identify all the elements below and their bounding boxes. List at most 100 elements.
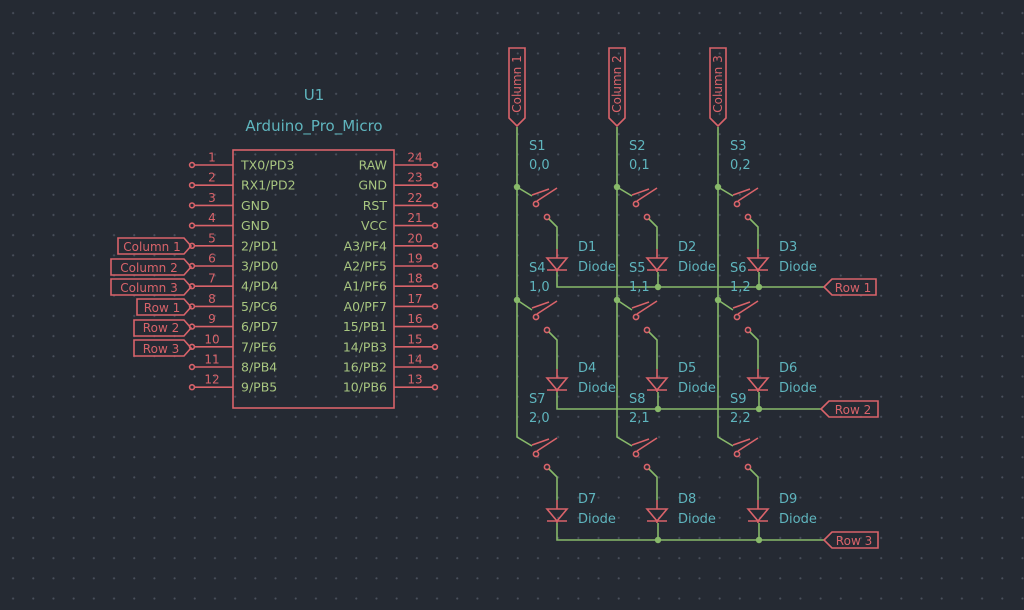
switch-contact (744, 463, 752, 471)
pin-end[interactable] (188, 363, 196, 371)
junction-dot (613, 296, 621, 304)
pin-number: 14 (407, 353, 422, 367)
pin-end[interactable] (431, 161, 439, 169)
diode-ref: D3 (779, 240, 797, 255)
switch-value: 0,0 (529, 158, 550, 173)
diode-triangle (645, 257, 669, 272)
junction-dot (755, 283, 763, 291)
pin-end[interactable] (188, 222, 196, 229)
switch-to-diode-wire (648, 218, 658, 249)
row-label-text: Row 3 (836, 534, 872, 548)
net-label-row-2[interactable] (819, 400, 879, 418)
diode-ref: D6 (779, 361, 797, 376)
junctions (513, 183, 763, 544)
pin-number: 11 (204, 353, 219, 367)
column-label-text: Column 3 (711, 55, 725, 112)
row-1-wire[interactable] (556, 272, 824, 288)
pin-end[interactable] (431, 303, 439, 310)
switch-to-diode-wire (749, 218, 759, 249)
net-label-text: Row 2 (143, 321, 179, 335)
pin-number: 13 (407, 373, 422, 387)
net-label-column-1[interactable] (117, 237, 193, 255)
junction-dot (654, 405, 662, 413)
switch-actuator (732, 301, 751, 309)
switch-to-diode-wire (648, 331, 658, 369)
pin-end[interactable] (188, 242, 196, 250)
pin-end[interactable] (188, 202, 196, 209)
pin-end[interactable] (431, 323, 439, 330)
pin-name: 15/PB1 (343, 319, 387, 334)
column-label-text: Column 1 (510, 55, 524, 112)
pin-end[interactable] (188, 161, 196, 169)
pin-name: RST (363, 198, 388, 213)
net-label-row-3[interactable] (822, 531, 879, 549)
diode-value: Diode (779, 381, 817, 396)
net-label-column-1[interactable] (508, 47, 526, 128)
diode-value: Diode (678, 381, 716, 396)
switch-to-diode-wire (548, 468, 558, 500)
pin-end[interactable] (431, 384, 439, 391)
pin-number: 4 (208, 211, 216, 225)
switch-actuator (631, 188, 650, 196)
pin-end[interactable] (188, 384, 196, 391)
switch-value: 2,1 (629, 411, 650, 426)
switch-ref: S6 (730, 261, 747, 276)
pin-name: A0/PF7 (344, 299, 387, 314)
switch-value: 1,1 (629, 280, 650, 295)
pin-number: 7 (208, 272, 216, 286)
pin-name: 10/PB6 (343, 380, 387, 395)
pin-number: 2 (208, 171, 216, 185)
net-label-row-3[interactable] (133, 339, 193, 357)
switch-blade (737, 187, 759, 202)
net-label-text: Column 1 (123, 240, 180, 254)
pin-number: 12 (204, 373, 219, 387)
pin-end[interactable] (431, 363, 439, 371)
diode-value: Diode (578, 512, 616, 527)
pin-name: A2/PF5 (344, 259, 387, 274)
junction-dot (714, 183, 722, 191)
net-label-row-1[interactable] (822, 278, 877, 296)
pin-end[interactable] (188, 182, 196, 189)
pin-end[interactable] (431, 343, 439, 350)
pin-number: 17 (407, 292, 422, 306)
pin-end[interactable] (431, 222, 439, 229)
switch-to-diode-wire (548, 218, 558, 249)
switch-blade (737, 437, 759, 452)
row-2-wire[interactable] (556, 392, 821, 410)
net-label-column-3[interactable] (110, 278, 193, 296)
pin-name: 14/PB3 (343, 339, 387, 354)
pin-end[interactable] (431, 202, 439, 209)
switch-ref: S1 (529, 139, 546, 154)
pin-name: 4/PD4 (241, 279, 278, 294)
net-label-column-3[interactable] (709, 47, 727, 128)
switch-ref: S8 (629, 392, 646, 407)
net-label-row-2[interactable] (133, 319, 193, 337)
net-label-row-1[interactable] (136, 298, 193, 316)
net-label-column-2[interactable] (608, 47, 626, 128)
switch-contact (744, 213, 752, 221)
pin-name: RAW (359, 158, 387, 173)
row-3-wire[interactable] (556, 523, 824, 541)
pin-end[interactable] (431, 262, 439, 270)
pin-name: A1/PF6 (344, 279, 387, 294)
net-label-column-2[interactable] (110, 258, 193, 276)
pin-number: 6 (208, 252, 216, 266)
pin-name: GND (241, 218, 270, 233)
pin-end[interactable] (431, 283, 439, 290)
pin-end[interactable] (431, 242, 439, 250)
pin-end[interactable] (431, 182, 439, 189)
diode-ref: D2 (678, 240, 696, 255)
diode-ref: D8 (678, 492, 696, 507)
switch-contact (543, 463, 551, 471)
pin-name: 6/PD7 (241, 319, 278, 334)
